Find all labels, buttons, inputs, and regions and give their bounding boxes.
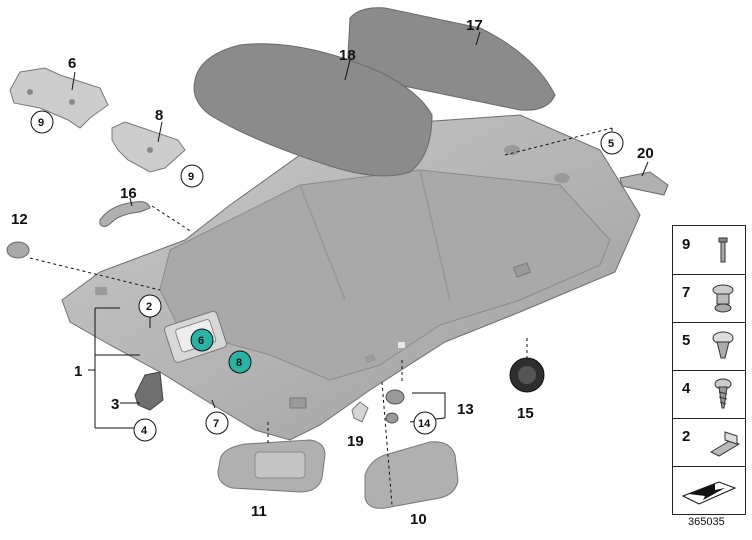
label-17: 17 [466, 17, 483, 34]
legend-number: 7 [682, 284, 691, 301]
label-16: 16 [120, 185, 137, 202]
legend-number: 2 [682, 428, 691, 445]
bracket-3 [134, 371, 164, 411]
label-20: 20 [637, 145, 654, 162]
label-18: 18 [339, 47, 356, 64]
legend-number: 4 [682, 380, 691, 397]
legend-number: 9 [682, 236, 691, 253]
insulation-mat-front [193, 43, 433, 177]
label-4: 4 [141, 425, 148, 437]
label-9-top: 9 [38, 117, 44, 129]
legend-item-7: 7 [673, 274, 745, 323]
label-8-callout: 8 [236, 357, 242, 369]
legend-item-9: 9 [673, 226, 745, 275]
label-11: 11 [251, 503, 267, 520]
label-15: 15 [517, 405, 534, 422]
label-1: 1 [74, 363, 82, 380]
label-7: 7 [213, 418, 219, 430]
clip-14 [385, 412, 399, 424]
overview-arrow-icon [681, 481, 737, 505]
label-5: 5 [608, 138, 614, 150]
label-10: 10 [410, 511, 427, 528]
legend-item-5: 5 [673, 322, 745, 371]
legend-item-4: 4 [673, 370, 745, 419]
label-8: 8 [155, 107, 163, 124]
label-12: 12 [11, 211, 28, 228]
diagram-number: 365035 [688, 516, 725, 528]
headliner [61, 114, 641, 441]
label-19: 19 [347, 433, 364, 450]
label-2: 2 [146, 301, 152, 313]
sun-visor-right [364, 441, 459, 509]
legend-number: 5 [682, 332, 691, 349]
label-9-mid: 9 [188, 171, 194, 183]
label-3: 3 [111, 396, 119, 413]
spring-clip-icon [709, 431, 741, 457]
bracket-8 [111, 121, 186, 173]
label-6: 6 [68, 55, 76, 72]
clip-icon [712, 284, 734, 313]
clip-13 [385, 389, 405, 405]
label-14: 14 [418, 418, 431, 430]
label-13: 13 [457, 401, 474, 418]
push-rivet-icon [718, 237, 728, 263]
bracket-6 [9, 67, 109, 129]
round-cover [6, 241, 30, 259]
label-6-callout: 6 [198, 335, 204, 347]
expanding-rivet-icon [712, 331, 734, 359]
grab-handle [99, 201, 151, 228]
fastener-legend: 9 7 5 4 2 [672, 225, 746, 515]
hook [351, 401, 369, 423]
legend-item-overview [673, 466, 745, 514]
clip-20 [619, 171, 669, 196]
legend-item-2: 2 [673, 418, 745, 467]
screw-icon [714, 378, 732, 409]
